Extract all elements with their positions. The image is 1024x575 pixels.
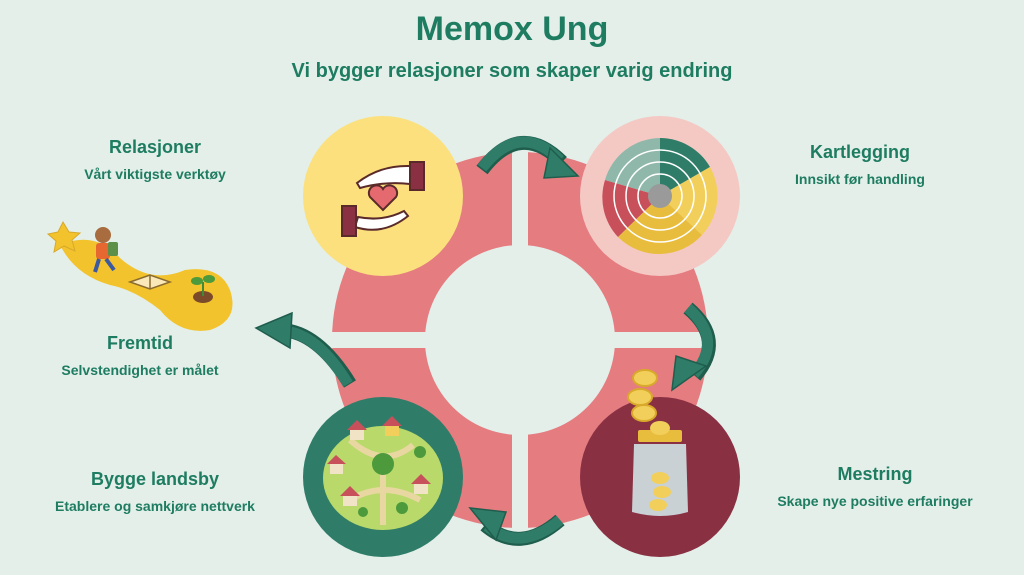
stage-relasjoner: Relasjoner Vårt viktigste verktøy (55, 137, 255, 182)
stage-kartlegging-title: Kartlegging (809, 142, 910, 162)
stage-relasjoner-title: Relasjoner (108, 137, 202, 157)
arrow-relasjoner-kartlegging (476, 135, 580, 179)
stage-fremtid: Fremtid Selvstendighet er målet (40, 333, 240, 378)
page-title: Memox Ung (415, 10, 609, 48)
stage-mestring: Mestring Skape nye positive erfaringer (760, 464, 990, 509)
arrow-mestring-landsby (468, 507, 565, 546)
stage-kartlegging: Kartlegging Innsikt før handling (760, 142, 960, 187)
stage-relasjoner-subtitle: Vårt viktigste verktøy (84, 166, 226, 182)
stage-fremtid-subtitle: Selvstendighet er målet (61, 362, 219, 378)
kartlegging-circle (580, 116, 740, 276)
stage-landsby: Bygge landsby Etablere og samkjøre nettv… (40, 469, 270, 514)
page-subtitle: Vi bygger relasjoner som skaper varig en… (291, 60, 733, 82)
stage-landsby-subtitle: Etablere og samkjøre nettverk (55, 498, 255, 514)
stage-fremtid-title: Fremtid (106, 333, 173, 353)
falling-coins (627, 369, 658, 422)
stage-mestring-subtitle: Skape nye positive erfaringer (777, 493, 973, 509)
path-child-icon (46, 220, 233, 331)
stage-kartlegging-subtitle: Innsikt før handling (795, 171, 925, 187)
relasjoner-circle (303, 116, 463, 276)
stage-mestring-title: Mestring (837, 464, 913, 484)
coin-jar-icon (632, 421, 688, 516)
hands-heart-icon (341, 161, 425, 237)
mestring-circle (580, 397, 740, 557)
village-icon (323, 416, 443, 530)
arrow-landsby-fremtid (254, 311, 356, 388)
survey-wheel-icon (602, 138, 718, 255)
landsby-circle (303, 397, 463, 557)
arrow-kartlegging-mestring (671, 302, 716, 392)
stage-landsby-title: Bygge landsby (90, 469, 220, 489)
